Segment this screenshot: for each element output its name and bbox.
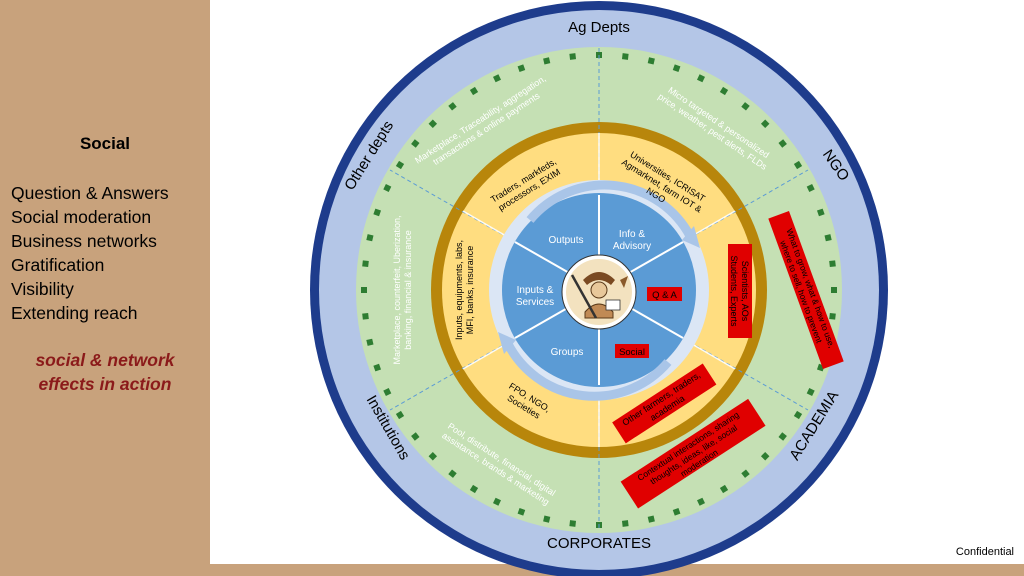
inner-label-groups: Groups — [551, 347, 584, 358]
border-dot — [824, 234, 832, 242]
green-text-line: banking, financial & insurance — [403, 230, 413, 350]
label-corporates: CORPORATES — [547, 535, 651, 552]
label-ag-depts: Ag Depts — [568, 19, 630, 36]
circular-arrow-top — [526, 180, 694, 239]
farmer-scholar-icon — [561, 254, 637, 330]
border-dot — [719, 86, 729, 96]
red-text-line: Scientists, AOs — [740, 261, 750, 322]
border-dot — [806, 183, 815, 193]
border-dot — [411, 432, 420, 441]
inner-label-services: Services — [516, 297, 554, 308]
border-dot — [647, 515, 655, 523]
social-text: Social — [619, 347, 645, 358]
arrowhead-top — [682, 226, 700, 248]
border-dot — [362, 312, 369, 320]
border-dot — [741, 469, 750, 478]
border-dot — [492, 74, 502, 83]
border-dot — [395, 160, 405, 170]
border-dot — [448, 102, 457, 111]
border-dot — [760, 451, 770, 461]
social-badge: Social — [615, 344, 649, 358]
border-dot — [517, 64, 526, 73]
border-dot — [411, 139, 420, 148]
border-dot — [719, 484, 729, 494]
inner-label-inputs: Inputs & — [517, 285, 554, 296]
border-dot — [831, 287, 837, 293]
border-dot — [793, 160, 803, 170]
left-sidebar-panel — [0, 0, 210, 576]
border-dot — [428, 451, 438, 461]
border-dot — [778, 432, 787, 441]
yellow-label-inputs-equipments: Inputs, equipments, labs, MFI, banks, in… — [454, 240, 475, 340]
border-dot — [696, 74, 706, 83]
border-dot — [829, 260, 836, 268]
border-dot — [672, 64, 681, 73]
circular-arrow-bottom — [504, 341, 672, 401]
inner-label-info: Info & — [619, 229, 645, 240]
border-dot — [569, 53, 577, 60]
qa-badge: Q & A — [647, 287, 682, 301]
sidebar-item: Social moderation — [11, 207, 152, 227]
border-dot — [362, 260, 369, 268]
sidebar-item: Business networks — [11, 231, 157, 251]
sidebar-item: Question & Answers — [11, 183, 169, 203]
confidential-footer: Confidential — [955, 546, 1014, 558]
border-dot — [448, 469, 457, 478]
border-dot — [621, 520, 629, 527]
sidebar-list: Question & Answers Social moderation Bus… — [11, 181, 169, 325]
green-text-line: Marketplace, counterfeit, Uberization, — [392, 215, 402, 364]
yellow-text-line: MFI, banks, insurance — [465, 246, 475, 335]
border-dot — [543, 515, 551, 523]
border-dot — [492, 497, 502, 506]
border-dot — [621, 53, 629, 60]
border-dot — [366, 234, 374, 242]
green-label-marketplace-counterfeit: Marketplace, counterfeit, Uberization, b… — [392, 215, 413, 364]
border-dot — [428, 119, 438, 129]
sidebar-item: Extending reach — [11, 303, 138, 323]
border-dot — [395, 410, 405, 420]
red-text-line: Students, Experts — [729, 255, 739, 327]
border-dot — [778, 139, 787, 148]
border-dot — [383, 387, 392, 397]
yellow-text-line: Inputs, equipments, labs, — [454, 240, 464, 340]
border-dot — [366, 338, 374, 346]
border-dot — [793, 410, 803, 420]
qa-text: Q & A — [652, 290, 677, 301]
border-dot — [517, 507, 526, 516]
green-dotted-border — [361, 52, 837, 528]
border-dot — [469, 484, 479, 494]
border-dot — [383, 183, 392, 193]
border-dot — [806, 387, 815, 397]
border-dot — [647, 57, 655, 65]
border-dot — [569, 520, 577, 527]
inner-label-advisory: Advisory — [613, 241, 651, 252]
inner-label-outputs: Outputs — [548, 235, 583, 246]
border-dot — [469, 86, 479, 96]
border-dot — [816, 208, 825, 217]
border-dot — [373, 208, 382, 217]
border-dot — [672, 507, 681, 516]
border-dot — [361, 287, 367, 293]
border-dot — [543, 57, 551, 65]
sidebar-item: Gratification — [11, 255, 105, 275]
border-dot — [373, 363, 382, 372]
red-label-scientists: Scientists, AOs Students, Experts — [728, 244, 752, 338]
border-dot — [741, 102, 750, 111]
border-dot — [829, 312, 836, 320]
arrowhead-bottom — [498, 332, 516, 354]
border-dot — [696, 497, 706, 506]
sidebar-item: Visibility — [11, 279, 74, 299]
sidebar-tagline: social & network effects in action — [35, 350, 175, 394]
sidebar-title: Social — [79, 134, 131, 153]
